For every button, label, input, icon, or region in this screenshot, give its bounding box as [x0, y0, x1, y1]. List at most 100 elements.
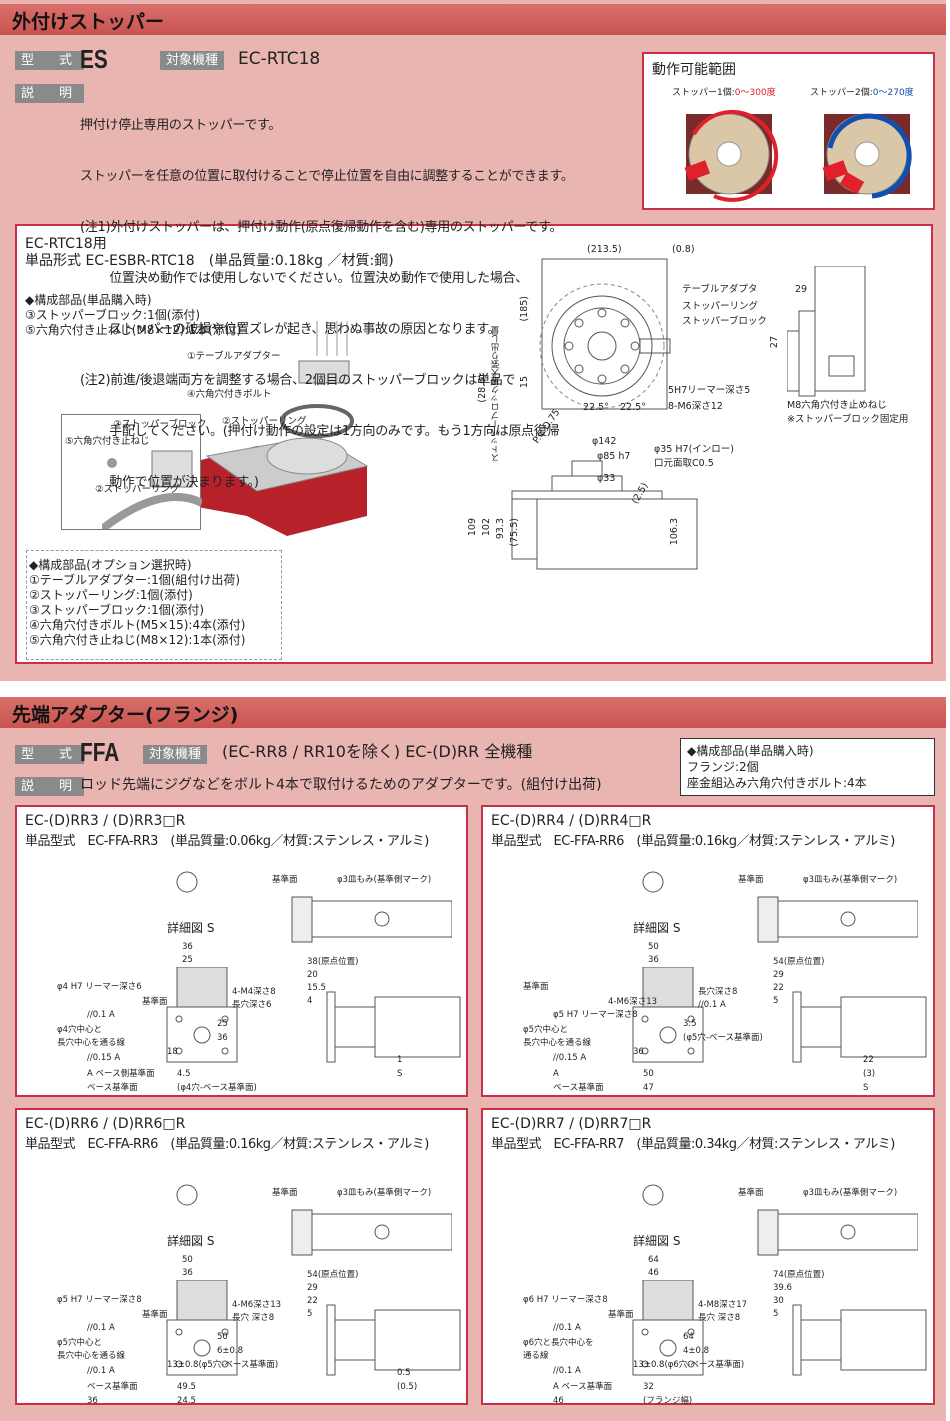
detail-s-drawing	[642, 1184, 664, 1206]
dim: 93.3	[495, 518, 506, 540]
panel-model: EC-(D)RR7 / (D)RR7□R	[491, 1116, 652, 1132]
dimension-label: 22	[863, 1055, 874, 1065]
dimension-label: 39.6	[773, 1283, 792, 1293]
dim: 27	[769, 336, 780, 349]
label: ②ストッパーリング	[222, 416, 307, 427]
dim: (75.5)	[509, 518, 520, 547]
desc-line: (注1)外付けストッパーは、押付け動作(原点復帰動作を含む)専用のストッパーです…	[80, 220, 563, 235]
model-tag: 型 式	[15, 51, 85, 70]
description: 押付け停止専用のストッパーです。 ストッパーを任意の位置に取付けることで停止位置…	[80, 83, 574, 508]
dimension-label: 6±0.8	[217, 1346, 244, 1356]
dimension-label: 50	[643, 1069, 654, 1079]
flange-panel: EC-(D)RR7 / (D)RR7□R 単品型式 EC-FFA-RR7 (単品…	[481, 1108, 935, 1406]
option-item: ③ストッパーブロック:1個(添付)	[29, 603, 205, 617]
single-parts-title: ◆構成部品(単品購入時)	[25, 293, 152, 307]
dimension-label: 29	[307, 1283, 318, 1293]
desc-line: 手配してください。(押付け動作の設定は1方向のみです。もう1方向は原点復帰	[80, 424, 560, 439]
range-two-diagram	[822, 113, 912, 199]
label: ①テーブルアダプター	[187, 351, 281, 362]
dim: 口元面取C0.5	[654, 458, 714, 469]
dimension-label: 長穴深さ6	[232, 1000, 272, 1010]
dimension-label: 長穴中心を通る線	[57, 1038, 126, 1048]
flange-front-drawing	[632, 967, 704, 1063]
dimension-label: 4-M6深さ13	[608, 997, 658, 1007]
dimension-label: 長穴深さ8	[698, 987, 738, 997]
model-tag: 型 式	[15, 745, 85, 764]
top-view-drawing	[539, 258, 671, 410]
dim: M8六角穴付き止めねじ	[787, 400, 887, 411]
dimension-label: 基準面	[142, 997, 168, 1007]
dim: 8-M6深さ12	[668, 401, 723, 412]
dimension-label: 36	[217, 1033, 228, 1043]
single-part-item: ③ストッパーブロック:1個(添付)	[25, 308, 201, 322]
dimension-label: 50	[182, 1255, 193, 1265]
side-view-drawing	[787, 266, 866, 397]
dimension-label: //0.15 A	[553, 1053, 587, 1063]
dimension-label: (フランジ幅)	[643, 1396, 693, 1406]
dimension-label: 54(原点位置)	[773, 957, 825, 967]
dim: φ142	[592, 436, 617, 447]
dimension-label: 0.5	[397, 1368, 411, 1378]
dimension-label: //0.1 A	[698, 1000, 726, 1010]
panel-model: EC-(D)RR4 / (D)RR4□R	[491, 813, 652, 829]
dimension-label: 4	[307, 996, 313, 1006]
detail-s-drawing	[642, 871, 664, 893]
dim: 102	[481, 518, 492, 537]
dimension-label: 50	[217, 1332, 228, 1342]
dimension-label: ベース基準面	[553, 1083, 604, 1093]
dimension-label: 1	[397, 1055, 403, 1065]
dimension-label: 長穴 深さ8	[698, 1313, 741, 1323]
dimension-label: φ4穴中心と	[57, 1025, 103, 1035]
label: ④六角穴付きボルト	[187, 389, 272, 400]
range-title: 動作可能範囲	[652, 62, 736, 78]
flange-panel: EC-(D)RR3 / (D)RR3□R 単品型式 EC-FFA-RR3 (単品…	[15, 805, 468, 1097]
dimension-label: 4-M6深さ13	[232, 1300, 282, 1310]
dimension-label: 22	[307, 1296, 318, 1306]
desc-line: (注2)前進/後退端両方を調整する場合、2個目のストッパーブロックは単品で	[80, 373, 516, 388]
dimension-label: 36	[87, 1396, 98, 1406]
option-item: ②ストッパーリング:1個(添付)	[29, 588, 193, 602]
dimension-label: 64	[683, 1332, 694, 1342]
dimension-label: φ6 H7 リーマー深さ8	[523, 1295, 608, 1305]
desc-line: 押付け停止専用のストッパーです。	[80, 118, 282, 133]
flange-front-drawing	[632, 1280, 704, 1376]
stopper-drawing-box: EC-RTC18用 単品形式 EC-ESBR-RTC18 (単品質量:0.18k…	[15, 224, 933, 664]
panel-part: 単品型式 EC-FFA-RR3 (単品質量:0.06kg／材質:ステンレス・アル…	[25, 834, 429, 849]
dimension-label: //0.1 A	[553, 1323, 581, 1333]
dimension-label: φ3皿もみ(基準側マーク)	[337, 1188, 432, 1198]
section-title: 先端アダプター(フランジ)	[0, 697, 946, 728]
dimension-label: A ベース基準面	[553, 1382, 613, 1392]
dim: ストッパーブロック	[682, 316, 767, 327]
dimension-label: 74(原点位置)	[773, 1270, 825, 1280]
option-parts-title: ◆構成部品(オプション選択時)	[29, 558, 192, 572]
dim: φ35 H7(インロー)	[654, 444, 734, 455]
dimension-label: 25	[217, 1019, 228, 1029]
dimension-label: 30	[773, 1296, 784, 1306]
dimension-label: 24.5	[177, 1396, 196, 1406]
panel-part: 単品型式 EC-FFA-RR6 (単品質量:0.16kg／材質:ステンレス・アル…	[491, 834, 895, 849]
dimension-label: S	[397, 1069, 403, 1079]
dim: φ85 h7	[597, 451, 631, 462]
dim: 5H7リーマー深さ5	[668, 385, 751, 396]
dimension-label: 36	[633, 1047, 644, 1057]
dimension-label: 32	[643, 1382, 654, 1392]
dimension-label: 22	[773, 983, 784, 993]
section-title: 外付けストッパー	[0, 4, 946, 35]
dimension-label: 15.5	[307, 983, 326, 993]
dimension-label: 4.5	[177, 1069, 191, 1079]
dimension-label: 4-M4深さ8	[232, 987, 276, 997]
dimension-label: A ベース側基準面	[87, 1069, 155, 1079]
option-parts-box: ◆構成部品(オプション選択時) ①テーブルアダプター:1個(組付け出荷) ②スト…	[26, 550, 282, 660]
dimension-label: 5	[773, 996, 779, 1006]
rod-end-drawing	[757, 896, 918, 943]
detail-inset	[61, 414, 202, 530]
target-tag: 対象機種	[160, 51, 225, 70]
dim: 29	[795, 284, 808, 295]
detail-s-drawing	[176, 1184, 198, 1206]
detail-label: 詳細図 S	[167, 1234, 215, 1248]
dimension-label: φ6穴と長穴中心を	[523, 1338, 594, 1348]
option-item: ①テーブルアダプター:1個(組付け出荷)	[29, 573, 241, 587]
dimension-label: 18	[167, 1047, 178, 1057]
flange-panel: EC-(D)RR4 / (D)RR4□R 単品型式 EC-FFA-RR6 (単品…	[481, 805, 935, 1097]
dimension-label: (φ4穴-ベース基準面)	[177, 1083, 257, 1093]
